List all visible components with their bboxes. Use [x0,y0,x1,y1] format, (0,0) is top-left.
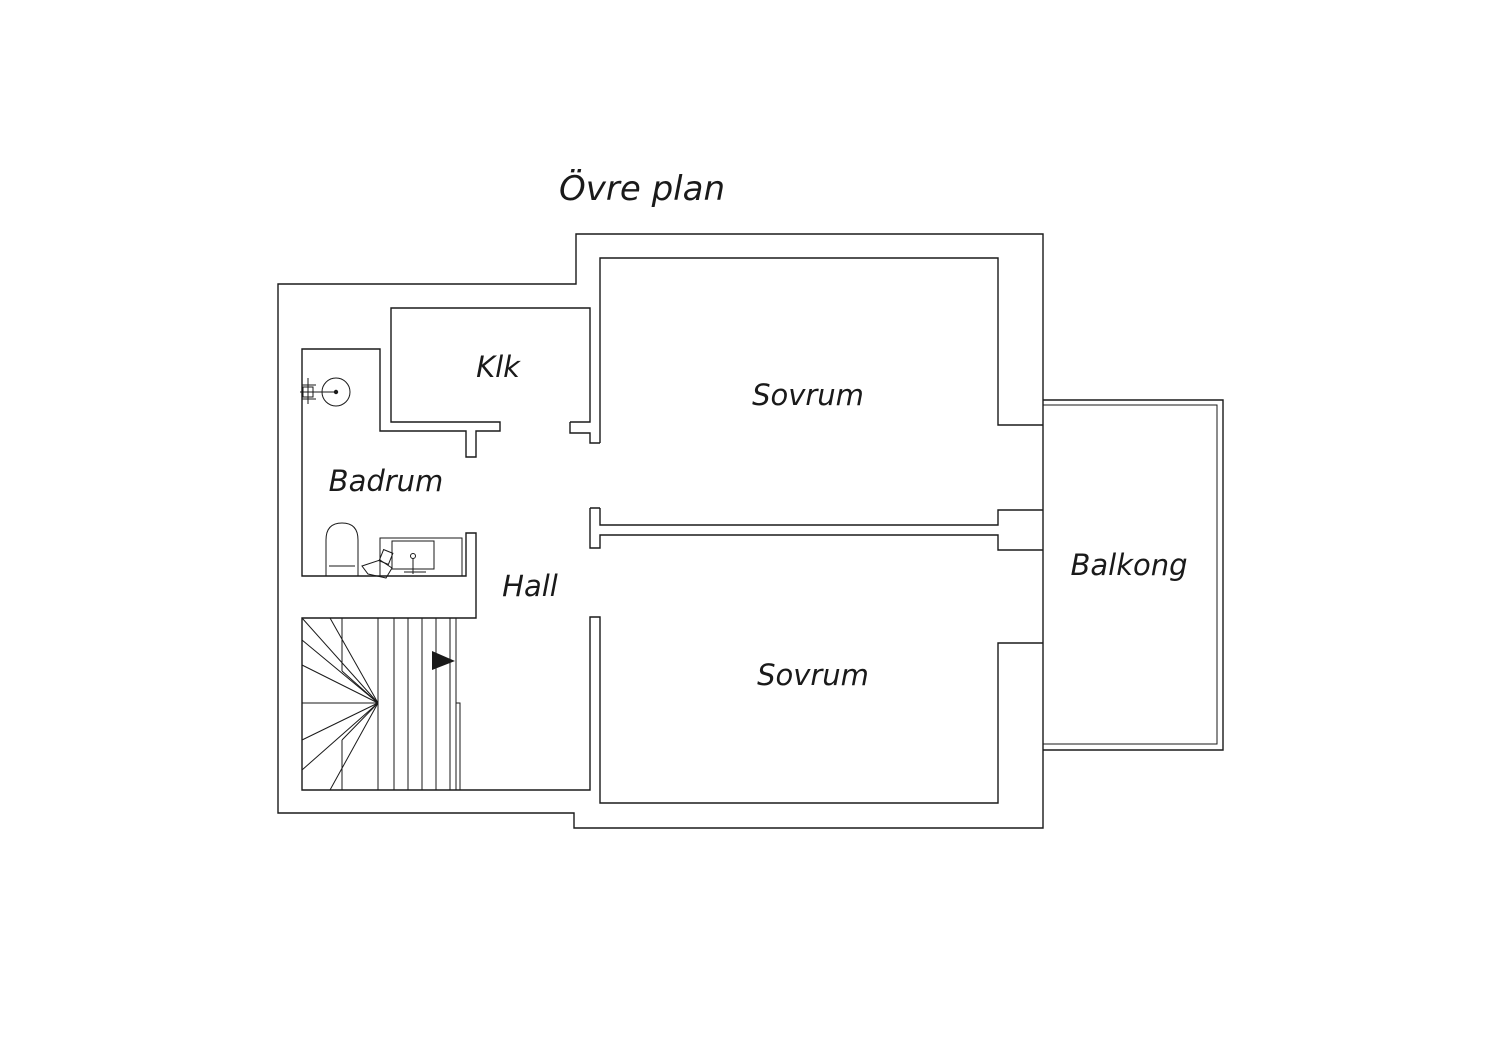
room-label-sovrum-upper: Sovrum [752,378,864,412]
outer-walls [277,233,1044,829]
room-label-klk: Klk [476,350,521,384]
staircase [301,617,461,791]
stair-direction-arrow-icon [432,651,455,670]
room-label-hall: Hall [502,569,558,603]
plan-title: Övre plan [559,168,725,209]
sink-icon [361,537,463,579]
room-label-badrum: Badrum [329,464,444,498]
room-label-balkong: Balkong [1070,548,1187,582]
bedroom-partition [589,507,1043,551]
balcony [1043,399,1224,751]
shower-icon [300,377,351,407]
toilet-icon [325,522,359,576]
bedroom-upper-walls [301,257,1043,804]
room-label-sovrum-lower: Sovrum [757,658,869,692]
